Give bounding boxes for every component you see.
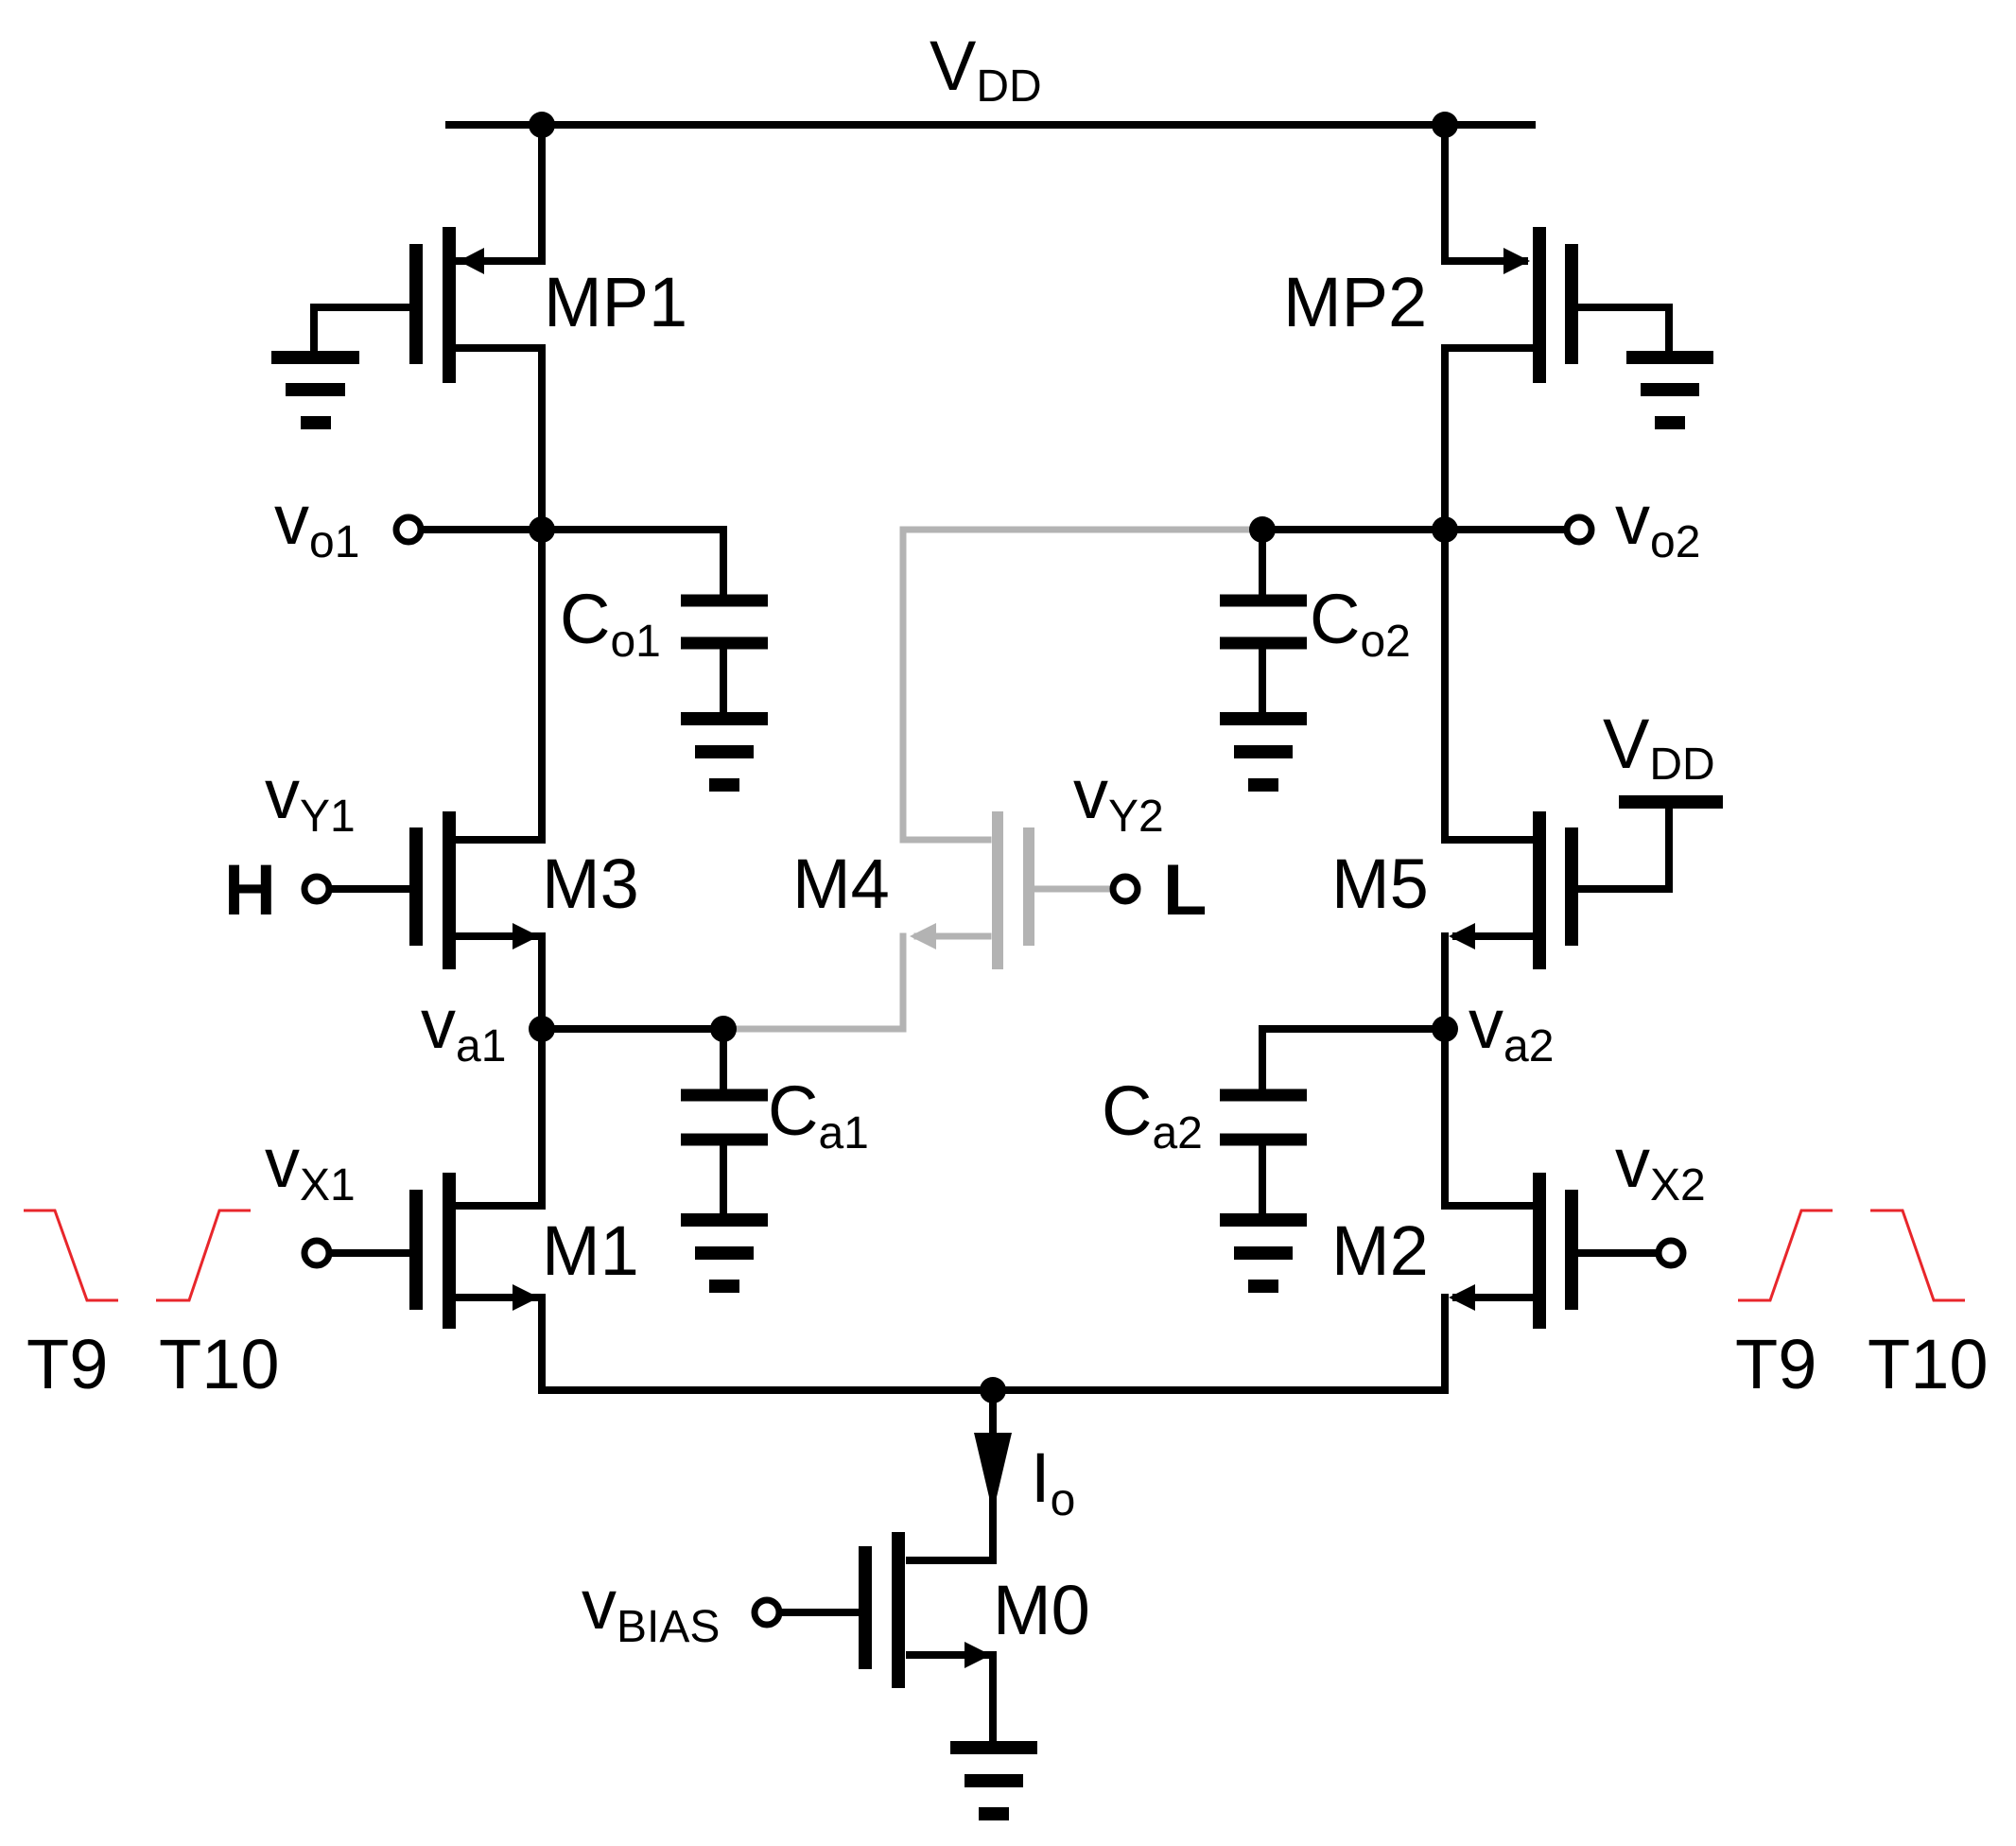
ground-m0 [950, 1741, 1037, 1820]
co1-label: Co1 [560, 580, 661, 667]
m1-label: M1 [542, 1211, 639, 1290]
t9-right-label: T9 [1735, 1325, 1816, 1403]
node-va1 [529, 1016, 737, 1042]
transistor-mp1 [310, 121, 546, 533]
h-label: H [224, 850, 276, 931]
va2-label: va2 [1469, 984, 1554, 1071]
vx1-label: vX1 [265, 1123, 356, 1210]
waveform-right-t10 [1870, 1209, 1965, 1302]
vo2-label: vo2 [1615, 480, 1700, 567]
m5-label: M5 [1331, 845, 1429, 923]
capacitor-co2 [1220, 526, 1307, 792]
vdd-m5-label: VDD [1603, 705, 1715, 790]
l-label: L [1163, 850, 1207, 931]
io-label: Io [1031, 1438, 1075, 1525]
m4-label: M4 [792, 845, 890, 923]
transistor-m3 [301, 526, 546, 1033]
co2-label: Co2 [1310, 580, 1411, 667]
transistor-mp2 [1441, 121, 1673, 533]
transistor-m0 [751, 1532, 997, 1751]
m0-label: M0 [993, 1571, 1090, 1649]
m3-label: M3 [542, 845, 639, 923]
node-vo1 [392, 514, 727, 546]
vy1-label: vY1 [265, 755, 356, 842]
vx1-terminal [301, 1237, 333, 1269]
ca2-label: Ca2 [1102, 1071, 1203, 1158]
capacitor-ca1 [681, 1025, 768, 1293]
node-va2 [1259, 1016, 1458, 1099]
t10-right-label: T10 [1868, 1325, 1989, 1403]
vdd-rail [445, 112, 1536, 138]
vbias-label: vBIAS [582, 1565, 720, 1652]
waveform-left-t9 [24, 1209, 118, 1302]
waveform-right-t9 [1738, 1209, 1833, 1302]
ground-mp1 [271, 351, 359, 429]
transistor-m1 [301, 1025, 1449, 1394]
waveform-left-t10 [156, 1209, 251, 1302]
ground-mp2 [1626, 351, 1713, 429]
t9-left-label: T9 [26, 1325, 108, 1403]
capacitor-ca2 [1220, 1088, 1307, 1293]
vo1-label: vo1 [274, 480, 359, 567]
vx2-label: vX2 [1615, 1123, 1706, 1210]
vo2-terminal [1563, 514, 1595, 546]
mp1-label: MP1 [544, 263, 687, 341]
node-vo2 [899, 514, 1595, 546]
va1-label: va1 [421, 984, 506, 1071]
vy2-label: vY2 [1073, 755, 1164, 842]
capacitor-co1 [681, 526, 768, 792]
vo1-terminal [392, 514, 425, 546]
vdd-label: VDD [930, 26, 1042, 112]
vy1-terminal [301, 873, 333, 905]
tail-node [974, 1377, 1012, 1564]
vx2-terminal [1655, 1237, 1687, 1269]
ca1-label: Ca1 [768, 1071, 869, 1158]
mp2-label: MP2 [1283, 263, 1427, 341]
t10-left-label: T10 [159, 1325, 280, 1403]
vbias-terminal [751, 1596, 783, 1628]
transistor-m5 [1441, 526, 1723, 1033]
vy2-terminal [1109, 873, 1141, 905]
transistor-m2 [1441, 1025, 1687, 1394]
m2-label: M2 [1331, 1211, 1429, 1290]
transistor-m4 [720, 526, 1141, 1033]
